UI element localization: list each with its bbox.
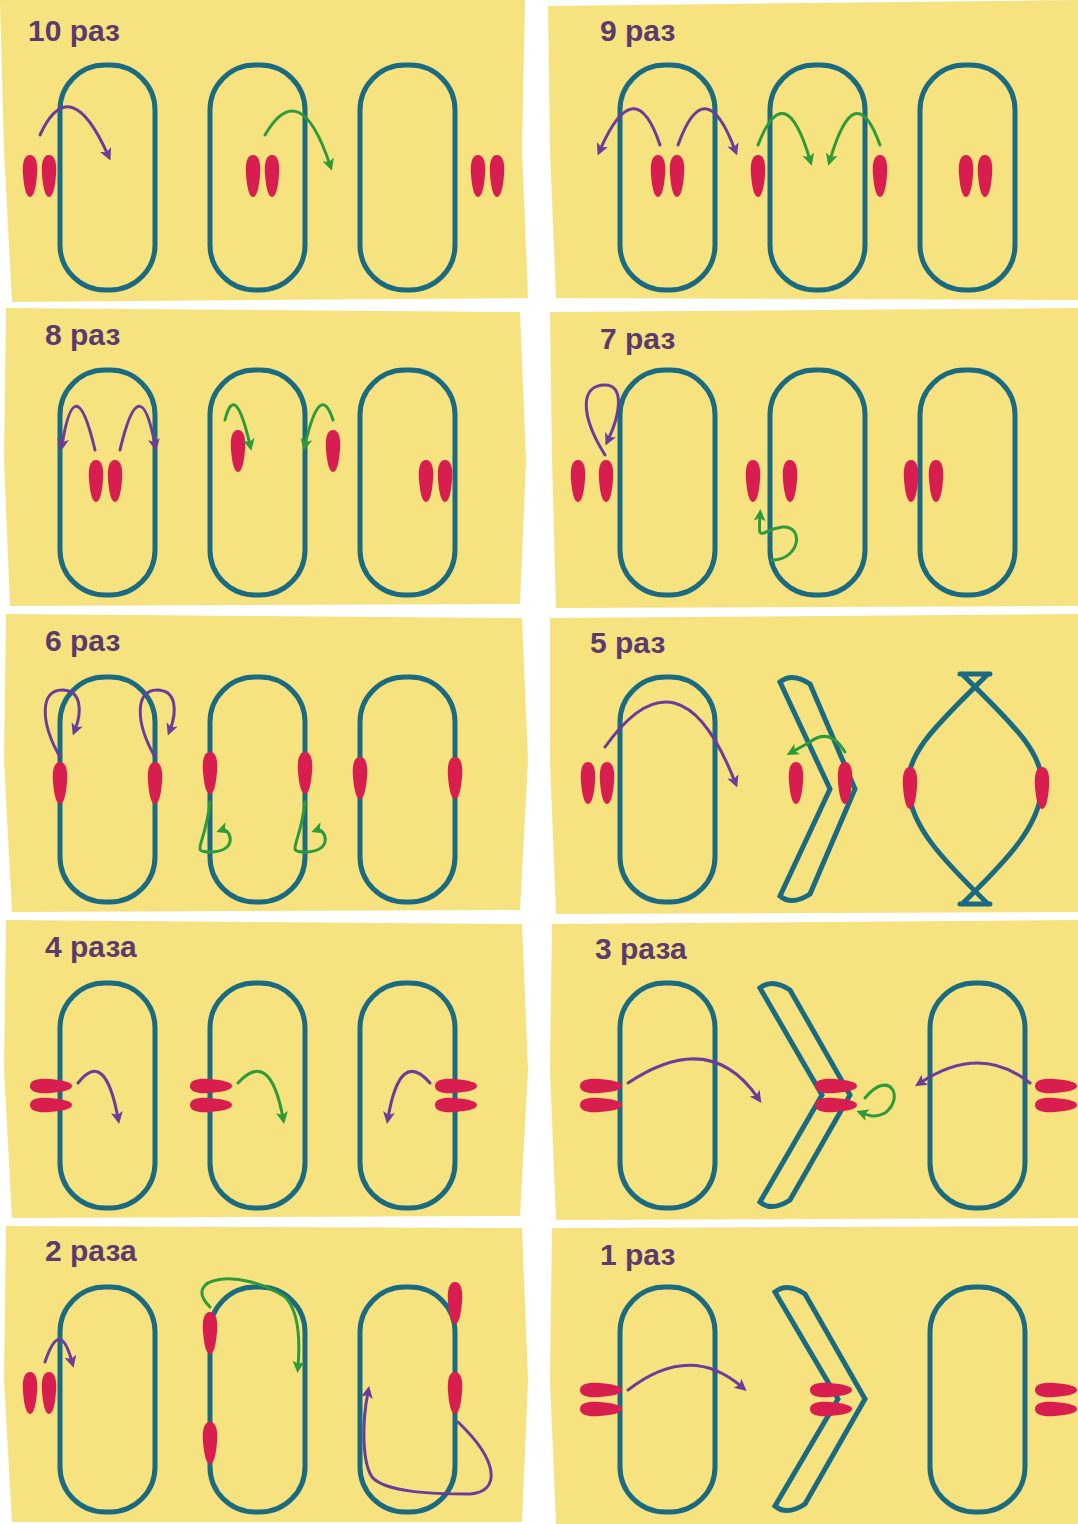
lacing-count-label: 4 раза [45, 930, 137, 964]
lacing-count-label: 9 раз [600, 14, 675, 48]
lacing-count-label: 1 раз [600, 1238, 675, 1272]
lacing-count-label: 6 раз [45, 624, 120, 658]
lacing-count-label: 2 раза [45, 1234, 137, 1268]
lacing-count-label: 8 раз [45, 318, 120, 352]
lacing-count-label: 7 раз [600, 322, 675, 356]
lacing-count-label: 10 раз [28, 14, 120, 48]
lacing-count-label: 3 раза [595, 932, 687, 966]
lacing-count-label: 5 раз [590, 626, 665, 660]
